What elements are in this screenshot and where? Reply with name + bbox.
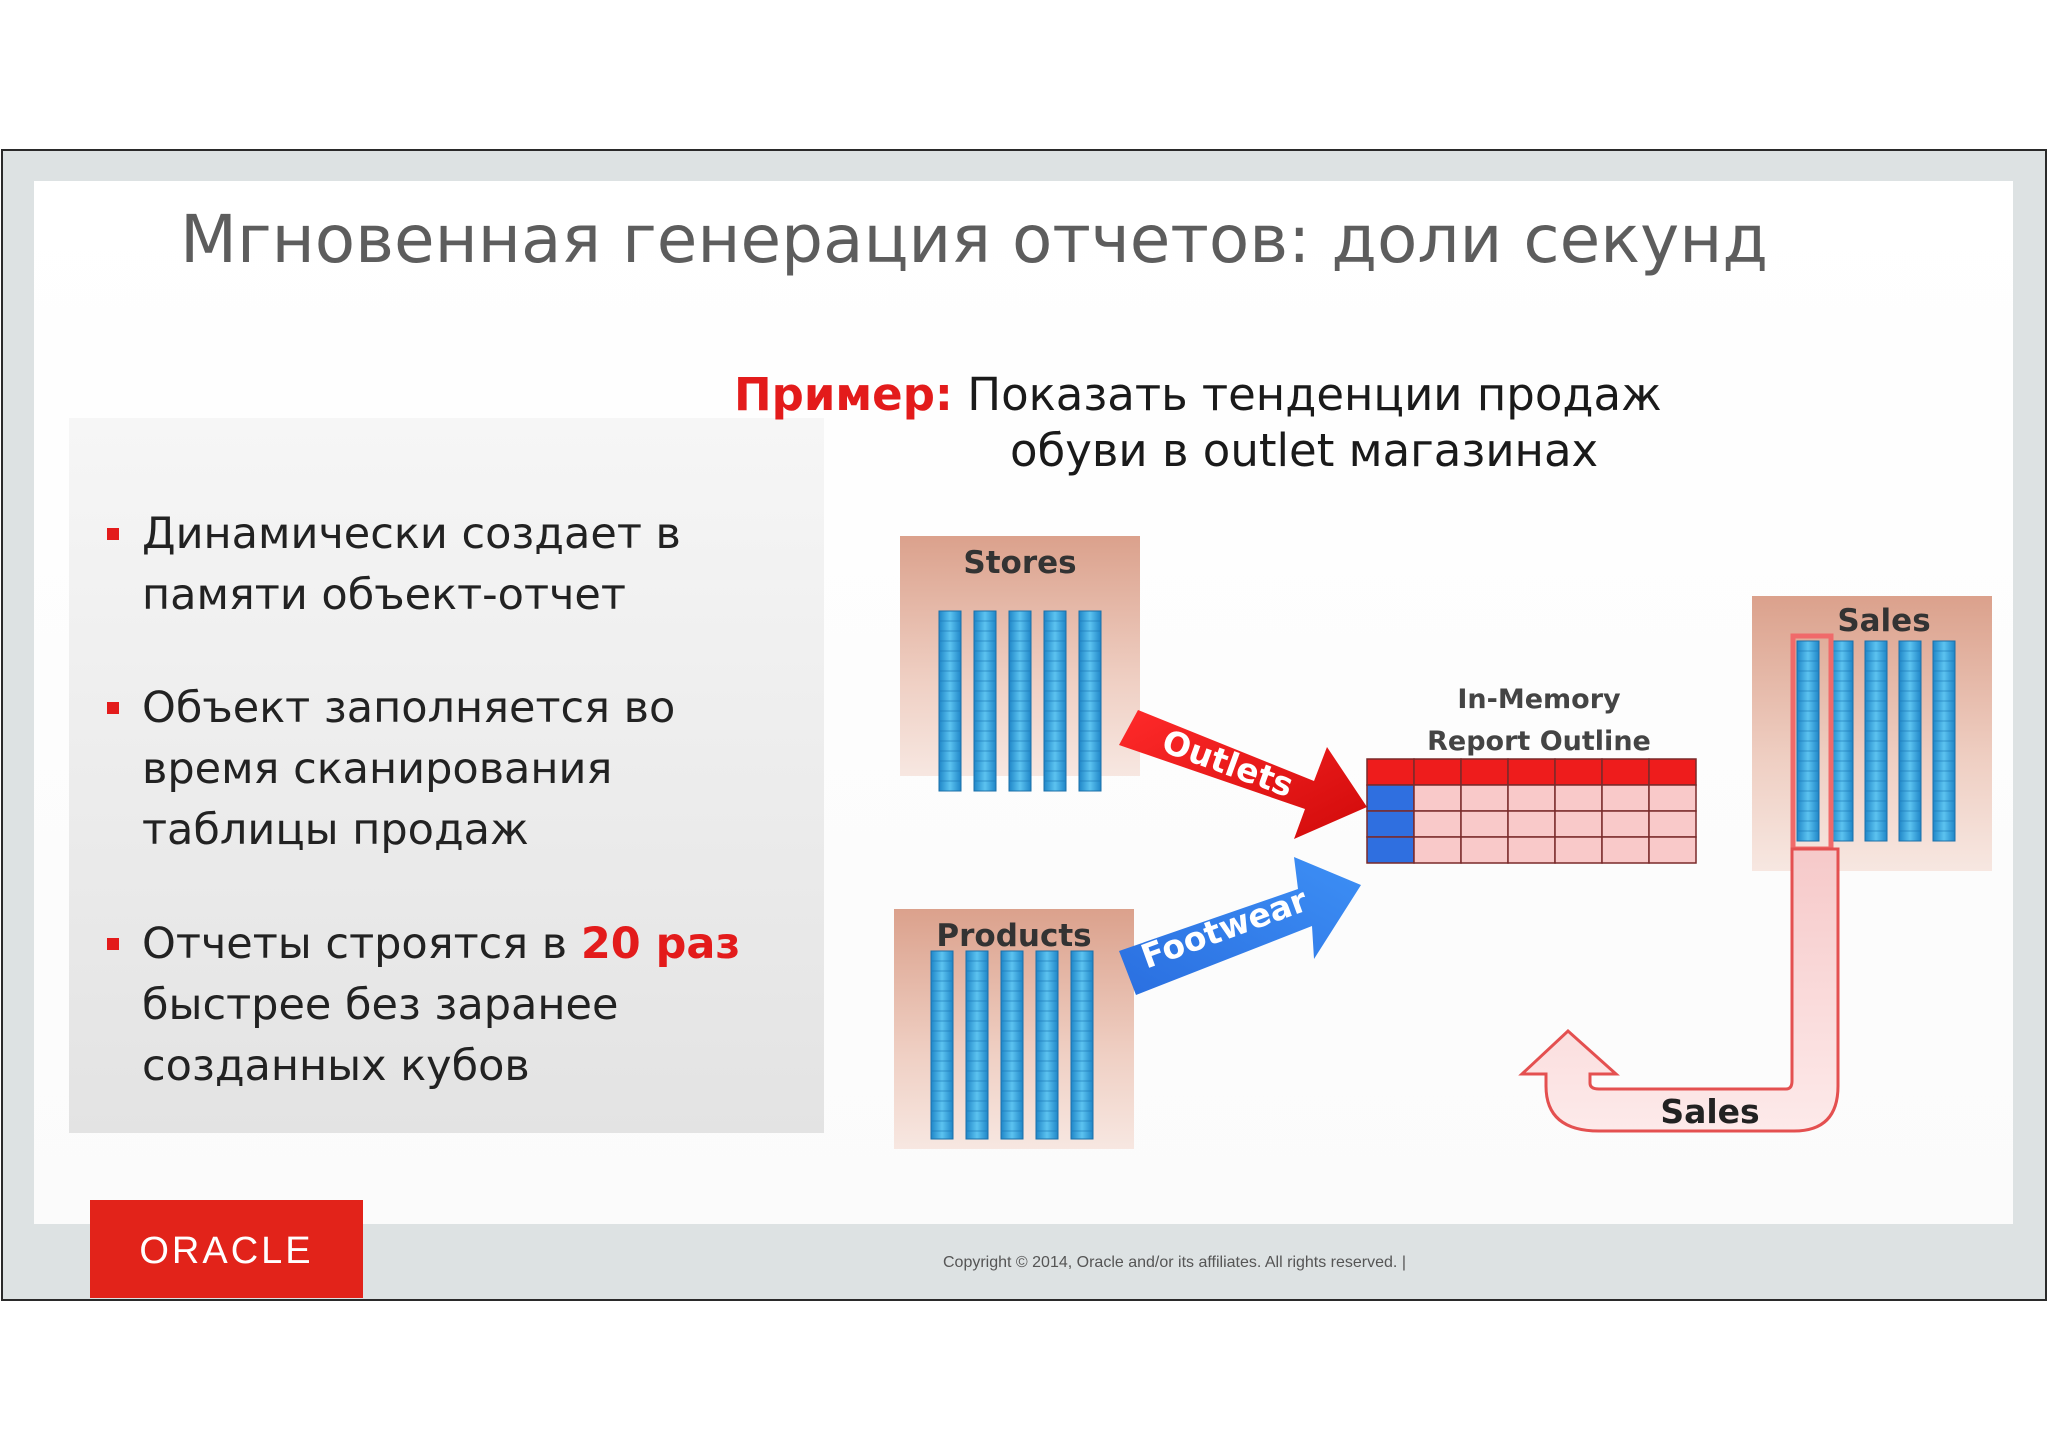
table-column <box>1070 950 1094 1140</box>
outline-cell <box>1648 836 1697 864</box>
outline-title-line1: In-Memory <box>1457 684 1621 715</box>
outline-cell <box>1507 784 1556 812</box>
outline-cell <box>1460 810 1509 838</box>
bullet-marker-icon <box>107 702 119 714</box>
outline-cell <box>1554 784 1603 812</box>
outline-cell <box>1413 784 1462 812</box>
outline-cell <box>1648 758 1697 786</box>
slide-frame: Мгновенная генерация отчетов: доли секун… <box>1 149 2047 1301</box>
bullet-panel: Динамически создает в памяти объект-отче… <box>69 418 824 1133</box>
example-line2: обуви в outlet магазинах <box>1010 424 1599 477</box>
bullet-item: Динамически создает в памяти объект-отче… <box>107 504 807 626</box>
table-column <box>1932 640 1956 842</box>
table-column <box>1830 640 1854 842</box>
outline-cell <box>1601 810 1650 838</box>
outline-cell <box>1366 810 1415 838</box>
outline-cell <box>1507 810 1556 838</box>
outline-cell <box>1460 758 1509 786</box>
in-memory-diagram: Stores Products Sales Outlets <box>894 536 1992 1149</box>
outline-cell <box>1366 784 1415 812</box>
example-line1: Показать тенденции продаж <box>952 368 1662 421</box>
table-column <box>1043 610 1067 792</box>
table-column <box>930 950 954 1140</box>
sales-arrow-label: Sales <box>1660 1092 1759 1131</box>
outline-cell <box>1366 758 1415 786</box>
bullet-text-start: Отчеты строятся в <box>142 919 581 969</box>
outline-cell <box>1554 836 1603 864</box>
bullet-marker-icon <box>107 528 119 540</box>
oracle-logo: ORACLE <box>90 1200 363 1298</box>
outline-cell <box>1648 784 1697 812</box>
slide: Мгновенная генерация отчетов: доли секун… <box>34 181 2013 1224</box>
outline-cell <box>1601 784 1650 812</box>
table-column <box>1008 610 1032 792</box>
copyright-text: Copyright © 2014, Oracle and/or its affi… <box>943 1254 1406 1271</box>
sales-feedback-arrow: Sales <box>1518 847 1840 1133</box>
table-column <box>973 610 997 792</box>
table-column <box>938 610 962 792</box>
outline-cell <box>1601 758 1650 786</box>
table-column <box>1864 640 1888 842</box>
outline-cell <box>1413 836 1462 864</box>
table-column <box>1078 610 1102 792</box>
sales-table: Sales <box>1752 596 1992 871</box>
stores-table: Stores <box>900 536 1140 792</box>
outline-cell <box>1460 836 1509 864</box>
bullet-text: Динамически создает в памяти объект-отче… <box>142 509 681 620</box>
outline-cell <box>1413 758 1462 786</box>
table-column <box>1898 640 1922 842</box>
outline-cell <box>1507 836 1556 864</box>
bullet-text: Отчеты строятся в 20 раз быстрее без зар… <box>142 914 807 1097</box>
slide-title: Мгновенная генерация отчетов: доли секун… <box>180 201 1768 278</box>
outlets-arrow-label: Outlets <box>1157 722 1299 805</box>
example-heading: Пример: Показать тенденции продаж обуви … <box>734 367 1934 479</box>
oracle-wordmark: ORACLE <box>139 1230 314 1272</box>
outline-cell <box>1460 784 1509 812</box>
bullet-item: Отчеты строятся в 20 раз быстрее без зар… <box>107 914 807 1097</box>
outline-cell <box>1554 810 1603 838</box>
outlets-arrow: Outlets <box>1119 710 1367 839</box>
bullet-marker-icon <box>107 938 119 950</box>
table-column <box>1035 950 1059 1140</box>
report-outline: In-Memory Report Outline <box>1366 684 1697 864</box>
outline-cell <box>1507 758 1556 786</box>
outline-title-line2: Report Outline <box>1427 726 1651 757</box>
table-column <box>965 950 989 1140</box>
outline-cell <box>1413 810 1462 838</box>
footwear-arrow: Footwear <box>1119 857 1361 995</box>
bullet-text-end: быстрее без заранее созданных кубов <box>142 980 619 1091</box>
stores-label: Stores <box>963 545 1076 581</box>
bullet-text: Объект заполняется во время сканирования… <box>142 683 676 855</box>
sales-table-label: Sales <box>1837 603 1930 639</box>
bullet-item: Объект заполняется во время сканирования… <box>107 678 807 861</box>
outline-cell <box>1554 758 1603 786</box>
outline-grid <box>1366 758 1697 864</box>
products-table: Products <box>894 909 1134 1149</box>
products-label: Products <box>936 918 1091 954</box>
outline-cell <box>1366 836 1415 864</box>
outline-cell <box>1601 836 1650 864</box>
table-column <box>1000 950 1024 1140</box>
bullet-highlight: 20 раз <box>580 919 741 969</box>
outline-cell <box>1648 810 1697 838</box>
table-column <box>1796 640 1820 842</box>
example-label: Пример: <box>734 368 953 421</box>
